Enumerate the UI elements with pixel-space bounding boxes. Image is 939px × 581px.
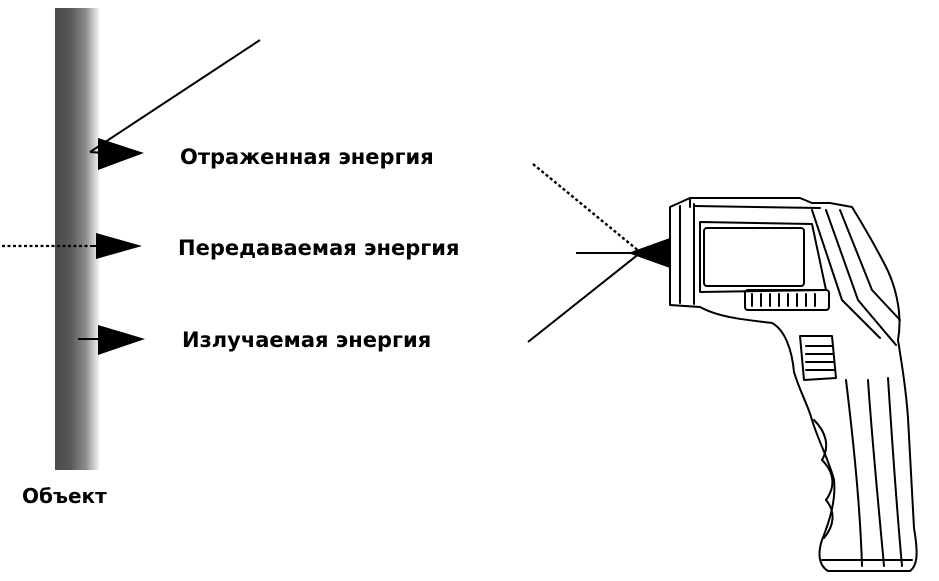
object-wall <box>55 8 99 470</box>
object-label: Объект <box>22 484 107 508</box>
transmitted-energy-label: Передаваемая энергия <box>178 236 460 260</box>
reflected-energy-label: Отраженная энергия <box>180 145 434 169</box>
incoming-rays <box>527 163 670 343</box>
emitted-energy-label: Излучаемая энергия <box>182 328 432 352</box>
infrared-thermometer-gun-icon <box>669 197 918 572</box>
transmitted-energy-arrow <box>2 233 142 259</box>
reflected-energy-arrow <box>89 39 261 170</box>
emitted-energy-arrow <box>78 325 145 355</box>
